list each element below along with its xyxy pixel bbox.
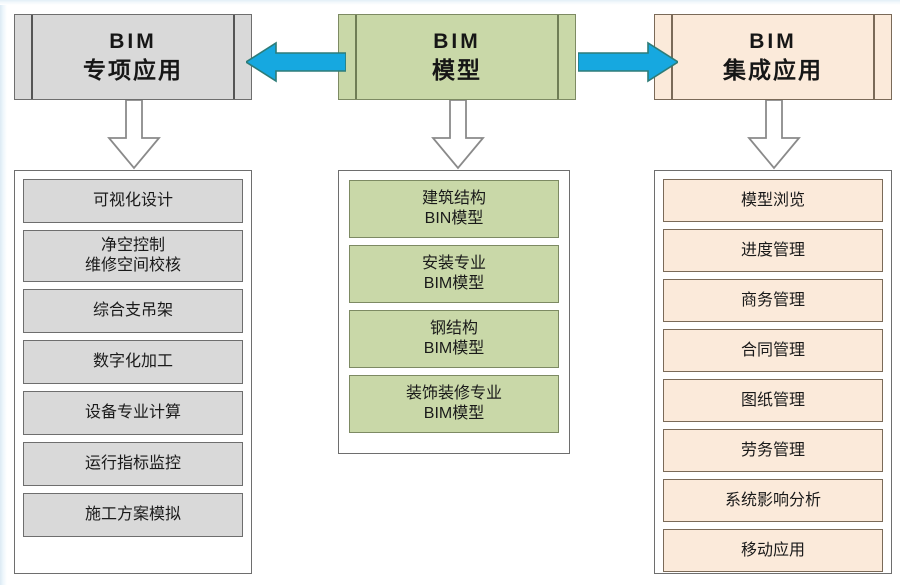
list-item[interactable]: 净空控制 维修空间校核: [23, 230, 243, 282]
list-item[interactable]: 模型浏览: [663, 179, 883, 222]
list-item[interactable]: 施工方案模拟: [23, 493, 243, 537]
header-subtitle-model: 模型: [432, 57, 482, 84]
list-item-label: 模型浏览: [740, 191, 805, 209]
arrow-down-icon-special: [97, 99, 171, 170]
header-box-integrated-application[interactable]: BIM 集成应用: [654, 14, 892, 100]
list-item[interactable]: 数字化加工: [23, 340, 243, 384]
list-item[interactable]: 安装专业 BIM模型: [349, 245, 559, 303]
list-item-label: 钢结构: [429, 320, 478, 338]
header-title-model: BIM: [433, 29, 481, 53]
list-item-label: 装饰装修专业: [405, 385, 502, 403]
arrow-left-icon-model-to-special: [244, 40, 347, 84]
list-item-label: 进度管理: [740, 241, 805, 259]
list-item-label: 设备专业计算: [84, 404, 181, 422]
list-item-label: 合同管理: [740, 341, 805, 359]
list-item-label-2: 维修空间校核: [84, 257, 181, 274]
list-item-label-2: BIN模型: [424, 210, 484, 227]
list-item[interactable]: 劳务管理: [663, 429, 883, 472]
list-item-label: 商务管理: [740, 291, 805, 309]
list-item-label: 净空控制: [100, 237, 165, 255]
list-item[interactable]: 装饰装修专业 BIM模型: [349, 375, 559, 433]
header-subtitle-integrated: 集成应用: [723, 57, 823, 84]
header-box-special-application[interactable]: BIM 专项应用: [14, 14, 252, 100]
list-item[interactable]: 钢结构 BIM模型: [349, 310, 559, 368]
list-item-label-2: BIM模型: [423, 275, 485, 292]
page-edge-tint-left: [0, 0, 7, 585]
list-item[interactable]: 综合支吊架: [23, 289, 243, 333]
header-title-special: BIM: [109, 29, 157, 53]
arrow-right-icon-model-to-integrated: [577, 40, 680, 84]
list-item[interactable]: 可视化设计: [23, 179, 243, 223]
list-integrated-application: 模型浏览 进度管理 商务管理 合同管理 图纸管理 劳务管理 系统影响分析 移动应…: [654, 170, 892, 574]
arrow-down-icon-model: [421, 99, 495, 170]
list-item-label-2: BIM模型: [423, 340, 485, 357]
list-item-label: 建筑结构: [421, 190, 486, 208]
list-item[interactable]: 进度管理: [663, 229, 883, 272]
arrow-down-icon-integrated: [737, 99, 811, 170]
process-bar-right: [557, 15, 559, 99]
page-edge-tint-top: [0, 0, 900, 5]
list-item[interactable]: 建筑结构 BIN模型: [349, 180, 559, 238]
list-item[interactable]: 图纸管理: [663, 379, 883, 422]
list-item-label: 图纸管理: [740, 391, 805, 409]
list-item-label: 施工方案模拟: [84, 506, 181, 524]
process-bar-left: [31, 15, 33, 99]
process-bar-left: [671, 15, 673, 99]
list-item-label: 系统影响分析: [724, 491, 821, 509]
list-item-label: 可视化设计: [92, 192, 173, 210]
header-title-integrated: BIM: [749, 29, 797, 53]
list-item[interactable]: 商务管理: [663, 279, 883, 322]
process-bar-right: [873, 15, 875, 99]
process-bar-right: [233, 15, 235, 99]
list-item[interactable]: 合同管理: [663, 329, 883, 372]
list-item-label: 综合支吊架: [92, 302, 173, 320]
list-item-label: 数字化加工: [92, 353, 173, 371]
list-special-application: 可视化设计 净空控制 维修空间校核 综合支吊架 数字化加工 设备专业计算 运行指…: [14, 170, 252, 574]
list-model: 建筑结构 BIN模型 安装专业 BIM模型 钢结构 BIM模型 装饰装修专业 B…: [338, 170, 570, 454]
list-item-label: 移动应用: [740, 541, 805, 559]
list-item-label-2: BIM模型: [423, 405, 485, 422]
list-item-label: 劳务管理: [740, 441, 805, 459]
list-item[interactable]: 移动应用: [663, 529, 883, 572]
list-item[interactable]: 系统影响分析: [663, 479, 883, 522]
list-item-label: 运行指标监控: [84, 455, 181, 473]
list-item[interactable]: 设备专业计算: [23, 391, 243, 435]
list-item-label: 安装专业: [421, 255, 486, 273]
header-box-model[interactable]: BIM 模型: [338, 14, 576, 100]
list-item[interactable]: 运行指标监控: [23, 442, 243, 486]
header-subtitle-special: 专项应用: [83, 57, 183, 84]
process-bar-left: [355, 15, 357, 99]
